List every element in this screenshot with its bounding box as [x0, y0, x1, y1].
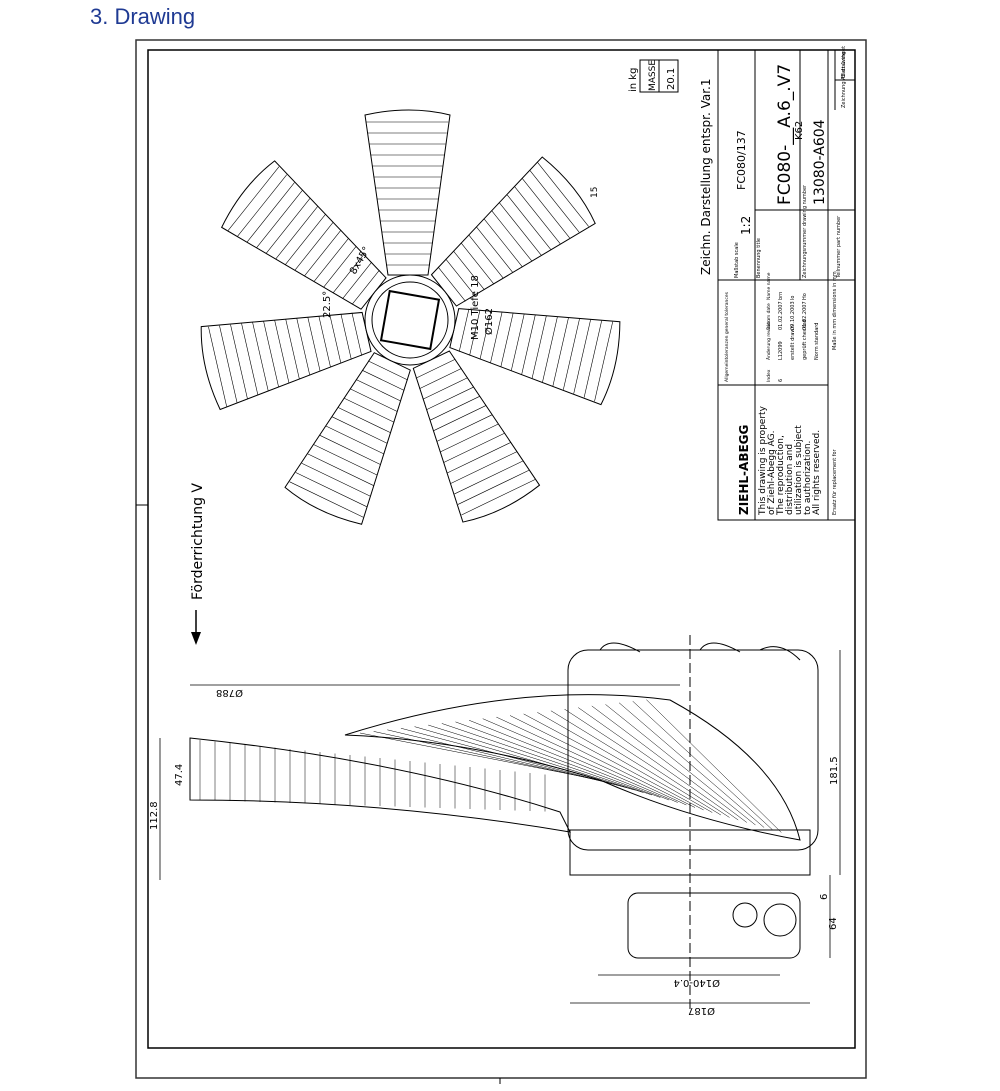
scale-label: Maßstab scale: [734, 242, 740, 278]
revision-cell: 01.02.2007: [778, 301, 784, 330]
property-line: of Ziehl-Abegg AG.: [767, 430, 777, 515]
inner-frame: [147, 49, 856, 1049]
property-line: distribution and: [785, 444, 795, 515]
fan-blade: [284, 352, 411, 525]
replacement-label: Ersatz für replacement for: [832, 448, 838, 515]
format-label: Zeichnung A3 drawing: [841, 52, 847, 108]
part-number-label: Teilnummer part number: [836, 215, 842, 279]
blade-diameter-label: Ø788: [216, 687, 243, 699]
drawing-number-label: Zeichnungsnummer drawing number: [802, 184, 808, 278]
property-line: The reproduction,: [776, 435, 786, 516]
property-line: All rights reserved.: [812, 430, 822, 515]
designation: FC080-__A.6_.V7: [775, 64, 795, 205]
revision-cell: 01.02.2007: [802, 301, 808, 330]
property-line: utilization is subject: [794, 425, 804, 515]
motor-diameter-label: Ø140-0.4: [674, 977, 720, 989]
revision-cell: brn: [778, 292, 784, 300]
drawing-number: 13080-A604: [812, 119, 828, 205]
revision-header: Index: [766, 369, 772, 382]
dim-112-8: 112.8: [149, 801, 160, 830]
mass-label: MASSE: [648, 60, 658, 91]
series-label: FC080/137: [735, 130, 748, 190]
fan-side-view: [159, 635, 841, 1010]
title-block: Zeichn. Darstellung entspr. Var.1 FC080/…: [699, 46, 856, 521]
dim-64: 64: [828, 917, 839, 930]
dimensions-label: Maße in mm dimensions in mm: [832, 271, 838, 350]
fan-blade: [449, 308, 621, 406]
property-line: to authorization.: [803, 441, 813, 515]
revision-header: Datum date: [766, 303, 772, 330]
fan-blade: [412, 350, 541, 523]
fan-blade: [364, 109, 451, 276]
thread-label: M10 Tiefe 18: [470, 275, 481, 340]
flow-direction-label: Förderrichtung V: [190, 483, 206, 600]
representation-note: Zeichn. Darstellung entspr. Var.1: [699, 79, 713, 276]
label-15: 15: [590, 187, 600, 198]
revision-cell: L12099: [778, 341, 784, 360]
mass-value: 20.1: [666, 68, 677, 90]
designation-label: Benennung title: [756, 238, 762, 278]
fan-hub: [364, 274, 456, 366]
dim-6: 6: [819, 894, 830, 900]
dim-181-5: 181.5: [829, 756, 840, 785]
angle-label: 22.5°: [322, 291, 333, 318]
fan-blade: [200, 311, 372, 411]
revision-cell: geprüft checked: [802, 319, 808, 360]
revision-cell: 6: [778, 379, 784, 382]
tolerances-label: Allgemeintoleranzen general tolerances: [724, 291, 730, 382]
revision-cell: Ho: [802, 293, 808, 300]
fan-top-view: [200, 109, 621, 525]
revision-cell: Norm standard: [814, 323, 820, 360]
hub-diameter-label: Ø162: [483, 308, 495, 335]
mass-box: in kg MASSE 20.1: [628, 59, 679, 93]
fan-blade: [221, 160, 387, 310]
base-diameter-label: Ø187: [688, 1005, 715, 1017]
section-heading: 3. Drawing: [90, 4, 196, 29]
revision-cell: 09.10.2003: [790, 301, 796, 330]
dim-47-4: 47.4: [174, 764, 185, 786]
scale-value: 1:2: [739, 216, 753, 235]
property-line: This drawing is property: [758, 405, 768, 516]
fan-blade: [430, 156, 596, 307]
sheet-label: Blatt 1 sheet: [841, 46, 847, 78]
variant: K62: [794, 121, 805, 140]
revision-cell: erstellt drawn: [790, 325, 796, 360]
revision-header: Name name: [766, 272, 772, 300]
company-logo: ZIEHL-ABEGG: [737, 425, 751, 515]
revision-cell: lo: [790, 296, 796, 300]
revision-header: Änderung revision: [765, 319, 772, 360]
mass-unit: in kg: [628, 68, 639, 92]
